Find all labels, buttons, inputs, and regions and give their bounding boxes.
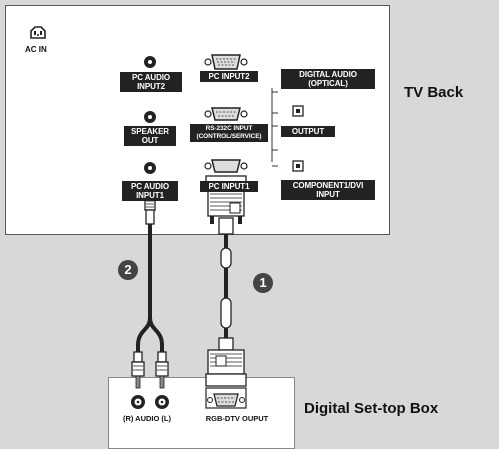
pc-audio-input2-line2: INPUT2 <box>137 82 165 91</box>
pc-audio-input2-jack-icon <box>144 56 156 68</box>
pc-input1-port-icon <box>204 159 248 173</box>
ac-in-socket-icon <box>30 26 46 39</box>
rs232c-line1: RS-232C INPUT <box>205 125 253 132</box>
pc-input1-label: PC INPUT1 <box>200 181 258 192</box>
audio-cable <box>131 188 169 389</box>
rs232c-line2: (CONTROL/SERVICE) <box>196 133 262 140</box>
component-port-icon <box>292 160 304 172</box>
dsub-cable <box>205 175 247 387</box>
digital-audio-line2: (OPTICAL) <box>308 79 348 88</box>
connection-badge-1: 1 <box>253 273 273 293</box>
optical-port-icon <box>292 105 304 117</box>
component-line1: COMPONENT1/DVI <box>292 181 364 190</box>
speaker-out-label: SPEAKER OUT <box>124 126 176 146</box>
rgb-dtv-output-label: RGB-DTV OUPUT <box>205 414 269 423</box>
speaker-out-line2: OUT <box>141 136 159 145</box>
tv-back-title: TV Back <box>404 84 464 101</box>
pc-audio-input1-label: PC AUDIO INPUT1 <box>122 181 178 201</box>
digital-audio-line1: DIGITAL AUDIO <box>299 70 357 79</box>
connection-drawing <box>30 26 304 409</box>
component-line2: INPUT <box>316 190 340 199</box>
component-label: COMPONENT1/DVI INPUT <box>281 180 375 200</box>
pc-audio-input2-label: PC AUDIO INPUT2 <box>120 72 182 92</box>
ac-in-label: AC IN <box>25 45 47 54</box>
output-bracket-icon <box>271 88 278 167</box>
rs232c-label: RS-232C INPUT (CONTROL/SERVICE) <box>190 124 268 142</box>
pc-input2-port-icon <box>204 54 248 70</box>
rs232c-port-icon <box>204 107 248 121</box>
set-top-box-title: Digital Set-top Box <box>304 400 439 417</box>
output-label: OUTPUT <box>281 126 335 137</box>
audio-output-label: (R) AUDIO (L) <box>122 414 172 423</box>
audio-r-jack-icon <box>131 395 145 409</box>
pc-audio-input1-jack-icon <box>144 162 156 174</box>
digital-audio-label: DIGITAL AUDIO (OPTICAL) <box>281 69 375 89</box>
rgb-dtv-output-port-icon <box>205 387 247 409</box>
audio-l-jack-icon <box>155 395 169 409</box>
pc-input2-label: PC INPUT2 <box>200 71 258 82</box>
speaker-out-jack-icon <box>144 111 156 123</box>
pc-audio-input1-line1: PC AUDIO <box>130 182 170 191</box>
connection-badge-2: 2 <box>118 260 138 280</box>
pc-audio-input1-line2: INPUT1 <box>136 191 164 200</box>
pc-audio-input2-line1: PC AUDIO <box>131 73 171 82</box>
speaker-out-line1: SPEAKER <box>131 127 169 136</box>
